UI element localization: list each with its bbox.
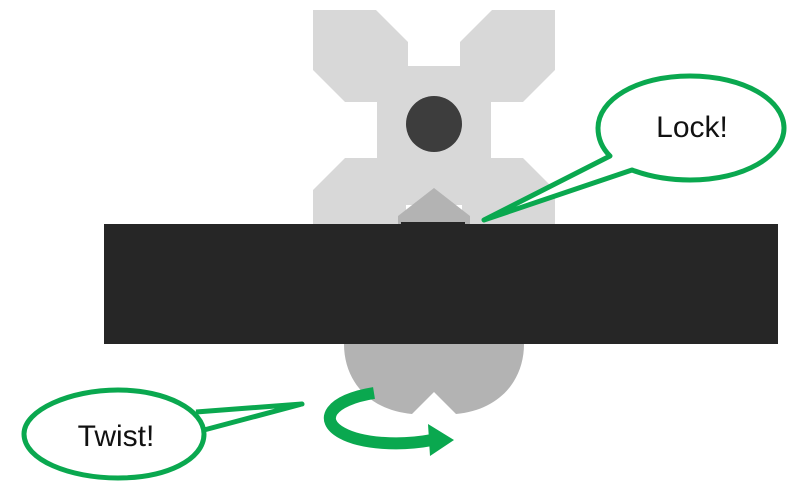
lock-label: Lock! bbox=[656, 111, 728, 144]
t-nut-head bbox=[398, 188, 470, 228]
extrusion-slot-top bbox=[376, 10, 492, 66]
extrusion-slot-right bbox=[491, 70, 555, 190]
rotate-arrow-icon bbox=[324, 387, 454, 456]
twist-callout: Twist! bbox=[21, 387, 305, 481]
panel bbox=[104, 224, 778, 344]
lock-callout-bubble bbox=[481, 73, 787, 223]
twist-label: Twist! bbox=[78, 420, 155, 453]
extrusion-center-hole bbox=[406, 96, 462, 152]
twist-knob bbox=[344, 344, 524, 414]
extrusion-slot-left bbox=[313, 70, 377, 190]
lock-callout: Lock! bbox=[481, 73, 787, 223]
twist-callout-bubble bbox=[21, 387, 305, 481]
